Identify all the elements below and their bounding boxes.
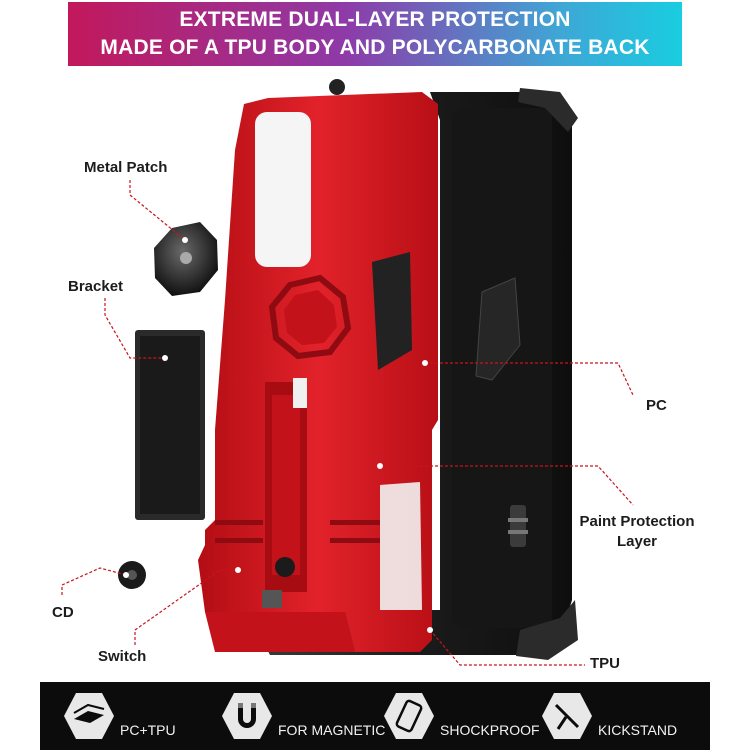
label-pc: PC [646,397,667,414]
layers-icon [64,693,114,739]
red-pc-shell [198,79,438,652]
magnet-icon [222,693,272,739]
feature-label-shockproof: SHOCKPROOF [440,722,540,738]
feature-kickstand: KICKSTAND [540,682,677,750]
bracket-plate [135,330,205,520]
banner-line-1: EXTREME DUAL-LAYER PROTECTION [179,8,571,31]
kickstand-icon [542,693,592,739]
label-switch: Switch [98,648,147,665]
cd-disc [118,561,146,589]
switch-piece [205,557,355,652]
banner-line-2: MADE OF A TPU BODY AND POLYCARBONATE BAC… [100,36,650,59]
feature-label-magnetic: FOR MAGNETIC [278,722,386,738]
callout-dots [123,237,433,633]
label-paint-protection-layer: Paint Protection Layer [572,512,702,552]
metal-patch-disc [154,222,218,296]
feature-label-kickstand: KICKSTAND [598,722,678,738]
label-cd: CD [52,604,74,621]
feature-pc-tpu: PC+TPU [62,682,176,750]
black-tpu-case [262,88,578,660]
label-bracket: Bracket [68,278,124,295]
header-banner: EXTREME DUAL-LAYER PROTECTION MADE OF A … [68,2,682,66]
shield-phone-icon [384,693,434,739]
feature-label-pc-tpu: PC+TPU [120,722,176,738]
callout-lines [61,180,634,666]
label-metal-patch: Metal Patch [84,159,168,176]
feature-shockproof: SHOCKPROOF [382,682,540,750]
label-paint-protection-line-1: Paint Protection [579,513,695,530]
label-paint-protection-line-2: Layer [616,533,658,550]
label-tpu: TPU [590,655,620,672]
feature-bar: PC+TPU FOR MAGNETIC SHOCKPROOF KICKSTAND [40,682,710,750]
feature-magnetic: FOR MAGNETIC [220,682,385,750]
